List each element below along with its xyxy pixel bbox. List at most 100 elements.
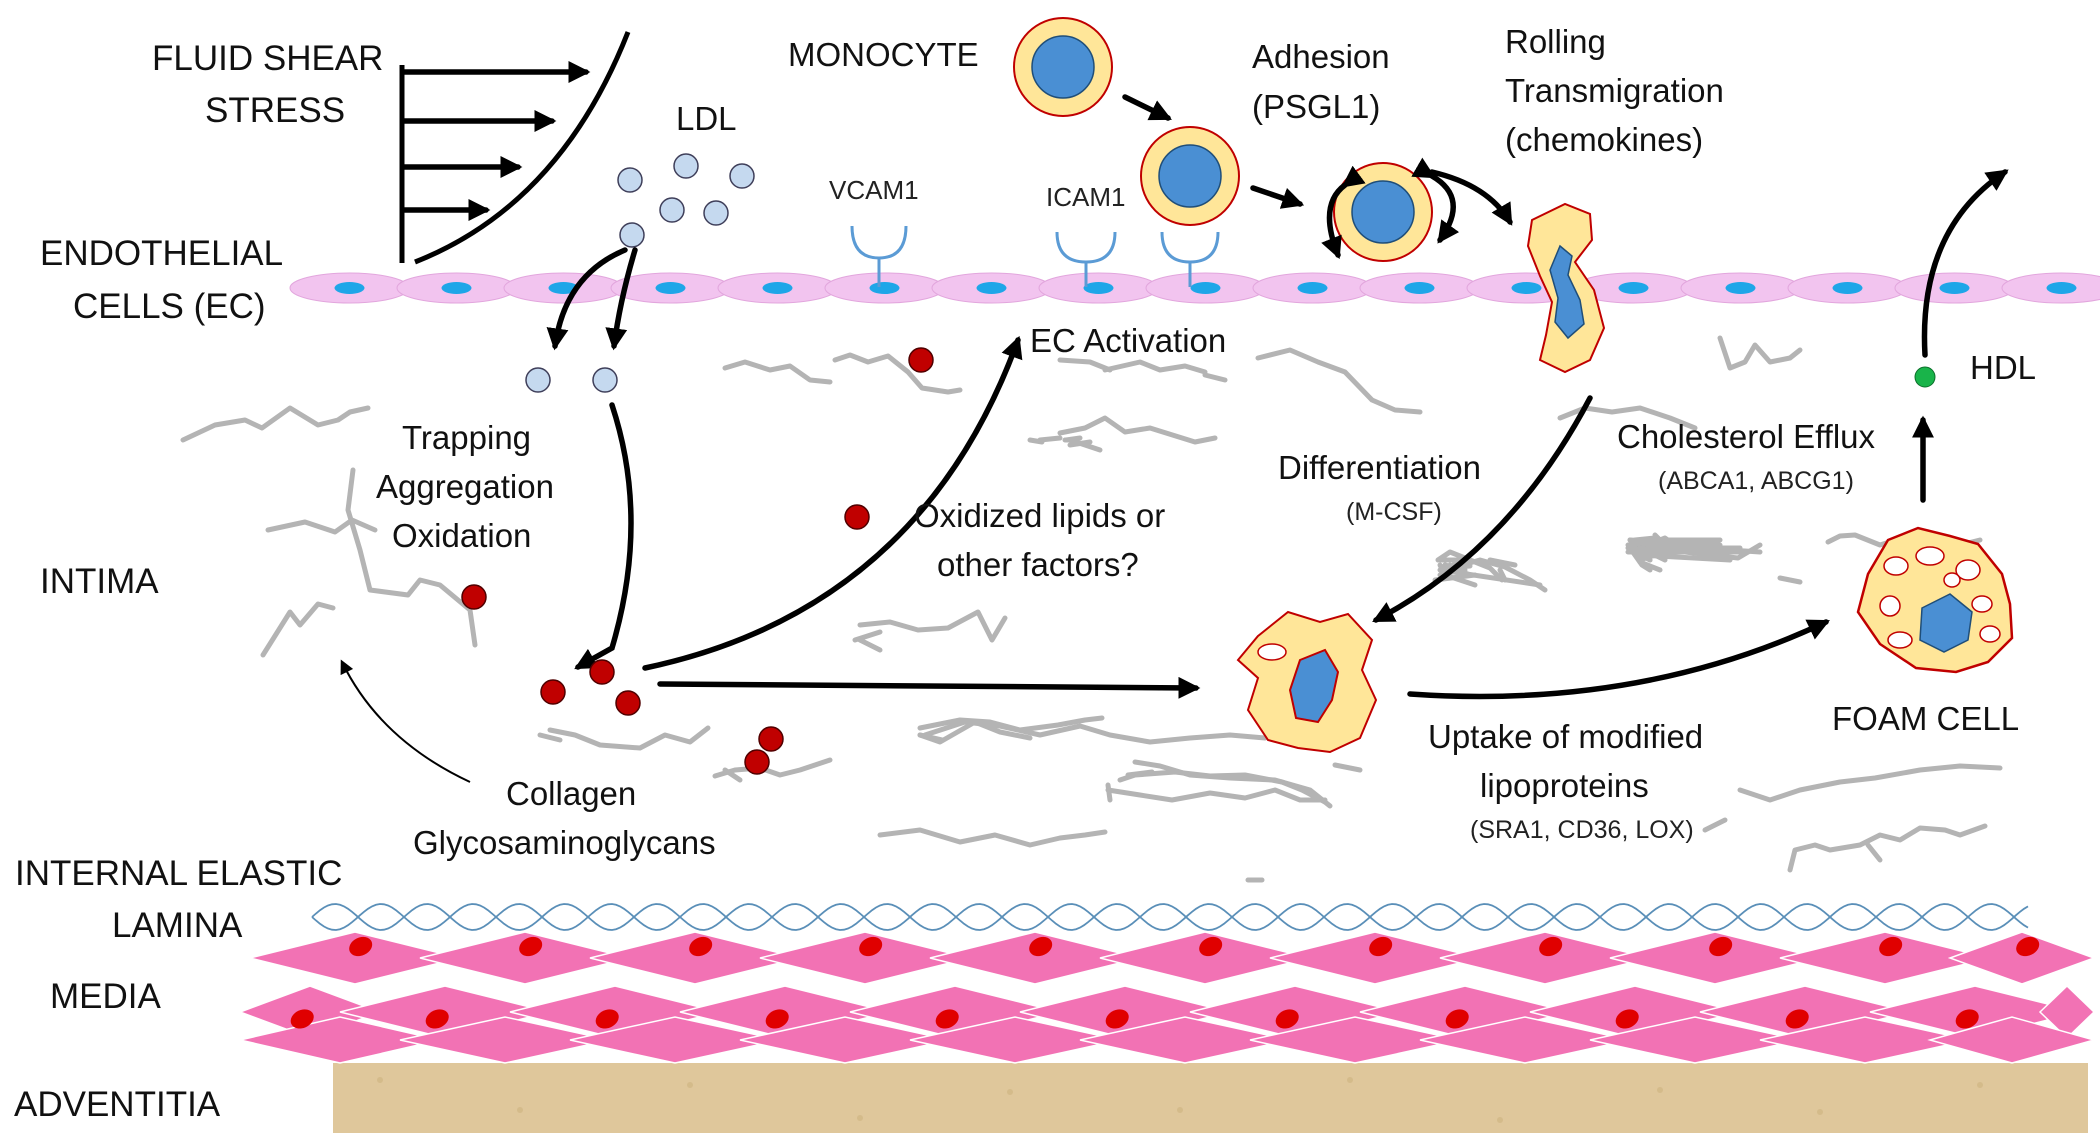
smooth-muscle-cell	[1927, 1016, 2097, 1064]
rolling-arrow-left	[1321, 165, 1366, 260]
smooth-muscle-nucleus	[1369, 936, 1393, 957]
endothelial-nucleus	[441, 282, 472, 294]
endothelial-nucleus	[1404, 282, 1435, 294]
smooth-muscle-nucleus	[765, 1009, 789, 1029]
uptake-arrow	[1407, 619, 1830, 700]
label-uptake-2: lipoproteins	[1480, 767, 1649, 804]
label-cholesterol-efflux: Cholesterol Efflux	[1617, 418, 1876, 455]
vcam1-receptor	[850, 225, 908, 287]
endothelial-nucleus	[1190, 282, 1221, 294]
oxidized-ldl-particles	[461, 347, 934, 775]
collagen-pointer-arrow	[340, 659, 471, 783]
label-endothelial-2: CELLS (EC)	[73, 287, 266, 326]
smooth-muscle-nucleus	[1105, 1009, 1129, 1029]
label-fluid-shear-1: FLUID SHEAR	[152, 39, 383, 78]
label-ec-activation: EC Activation	[1030, 322, 1226, 359]
smooth-muscle-nucleus	[349, 936, 373, 957]
smooth-muscle-nucleus	[935, 1009, 959, 1029]
smooth-muscle-nucleus	[1955, 1009, 1979, 1029]
ldl-entry-arrow-1	[546, 247, 628, 351]
ldl-trapping-arrow	[574, 402, 634, 670]
label-fluid-shear-2: STRESS	[205, 91, 345, 130]
label-rolling-2: Transmigration	[1505, 72, 1724, 109]
smooth-muscle-nucleus	[595, 1009, 619, 1029]
smooth-muscle-nucleus	[689, 936, 713, 957]
label-trapping-2: Aggregation	[376, 468, 554, 505]
macrophage	[1236, 610, 1378, 754]
label-iel-2: LAMINA	[112, 906, 243, 945]
adhesion-receptors	[850, 225, 1220, 287]
endothelial-nucleus	[1832, 282, 1863, 294]
process-labels: LDL MONOCYTE Adhesion (PSGL1) Rolling Tr…	[376, 23, 2036, 861]
smooth-muscle-nucleus	[859, 936, 883, 957]
endothelial-nucleus	[1618, 282, 1649, 294]
smooth-muscle-nucleus	[1879, 936, 1903, 957]
label-collagen-1: Collagen	[506, 775, 636, 812]
monocyte-adhering	[1140, 126, 1240, 226]
endothelial-nucleus	[655, 282, 686, 294]
monocyte-arrow-2	[1250, 185, 1305, 209]
label-adventitia: ADVENTITIA	[14, 1085, 221, 1124]
monocyte-arrow-1	[1122, 94, 1172, 121]
icam1-receptor	[1055, 231, 1117, 287]
smooth-muscle-nucleus	[1199, 936, 1223, 957]
label-intima: INTIMA	[40, 562, 159, 601]
label-media: MEDIA	[50, 977, 162, 1016]
layer-labels: FLUID SHEAR STRESS ENDOTHELIAL CELLS (EC…	[14, 39, 383, 1124]
label-oxidized-2: other factors?	[937, 546, 1139, 583]
smooth-muscle-nucleus	[1615, 1009, 1639, 1029]
smooth-muscle-nucleus	[1445, 1009, 1469, 1029]
label-receptors: (SRA1, CD36, LOX)	[1470, 816, 1694, 844]
endothelial-nucleus	[1297, 282, 1328, 294]
endothelial-nucleus	[976, 282, 1007, 294]
label-rolling-1: Rolling	[1505, 23, 1606, 60]
endothelial-nucleus	[1939, 282, 1970, 294]
smooth-muscle-nucleus	[1275, 1009, 1299, 1029]
collagen-fibers	[180, 335, 2003, 883]
label-adhesion-2: (PSGL1)	[1252, 88, 1380, 125]
monocyte-transmigrating	[1526, 202, 1606, 374]
label-endothelial-1: ENDOTHELIAL	[40, 234, 283, 273]
smooth-muscle-nucleus	[1709, 936, 1733, 957]
media-smooth-muscle-layer	[237, 931, 2097, 1064]
ldl-entry-arrow-2	[605, 247, 638, 351]
endothelial-nucleus	[334, 282, 365, 294]
label-adhesion-1: Adhesion	[1252, 38, 1390, 75]
transmigration-arrow	[1429, 169, 1513, 226]
label-monocyte: MONOCYTE	[788, 36, 979, 73]
hdl-particle	[1914, 366, 1936, 388]
monocyte-circulating	[1013, 17, 1113, 117]
smooth-muscle-nucleus	[2016, 936, 2040, 957]
smooth-muscle-cell	[1947, 931, 2097, 985]
smooth-muscle-nucleus	[1785, 1009, 1809, 1029]
endothelial-nucleus	[869, 282, 900, 294]
ldl-particles	[525, 153, 755, 393]
label-collagen-2: Glycosaminoglycans	[413, 824, 716, 861]
smooth-muscle-nucleus	[519, 936, 543, 957]
smooth-muscle-nucleus	[425, 1009, 449, 1029]
smooth-muscle-nucleus	[1029, 936, 1053, 957]
label-uptake-1: Uptake of modified	[1428, 718, 1703, 755]
endothelial-nucleus	[1083, 282, 1114, 294]
label-foam-cell: FOAM CELL	[1832, 700, 2019, 737]
adventitia-texture	[377, 1077, 1983, 1123]
internal-elastic-lamina	[311, 903, 2029, 931]
rolling-arrow-right	[1411, 157, 1460, 244]
shear-stress-profile	[399, 31, 631, 265]
endothelial-nucleus	[1511, 282, 1542, 294]
label-vcam1: VCAM1	[829, 175, 919, 205]
differentiation-arrow	[1372, 395, 1593, 623]
label-rolling-3: (chemokines)	[1505, 121, 1703, 158]
psgl1-receptor	[1160, 231, 1220, 287]
label-icam1: ICAM1	[1046, 182, 1125, 212]
label-oxidized-1: Oxidized lipids or	[914, 497, 1165, 534]
endothelial-cell-layer	[289, 272, 2100, 304]
monocyte-rolling	[1333, 162, 1433, 262]
endothelial-nucleus	[2046, 282, 2077, 294]
label-differentiation: Differentiation	[1278, 449, 1481, 486]
endothelial-nucleus	[1725, 282, 1756, 294]
label-trapping-3: Oxidation	[392, 517, 531, 554]
label-abca: (ABCA1, ABCG1)	[1658, 467, 1854, 495]
macrophage-arrow	[657, 676, 1201, 699]
